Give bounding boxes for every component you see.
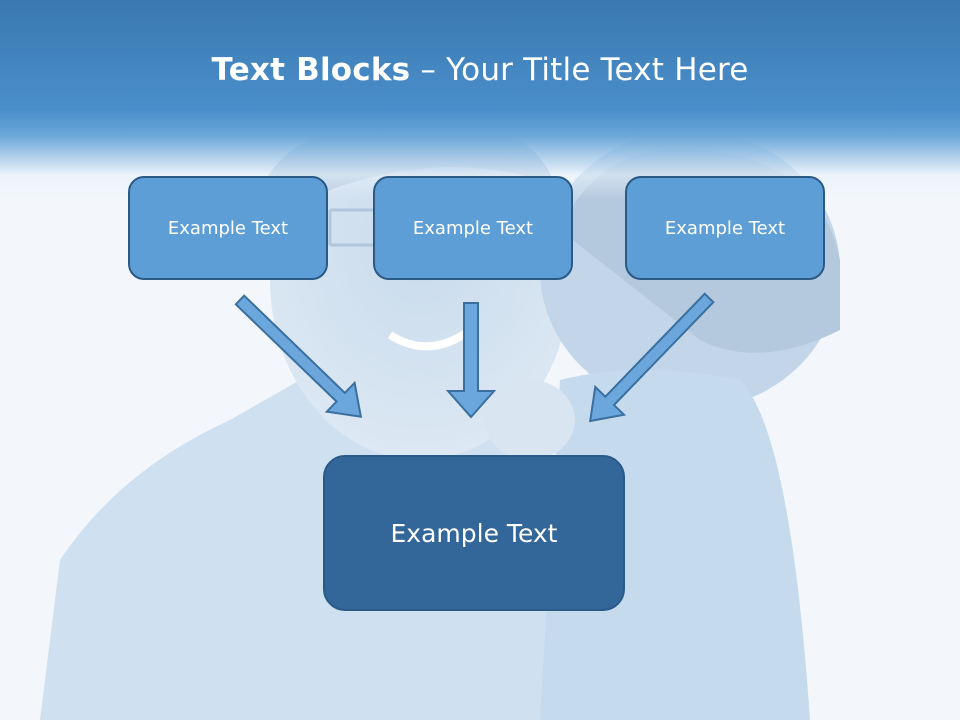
title-bold-part: Text Blocks xyxy=(211,52,411,88)
text-block-top-left-label: Example Text xyxy=(167,217,289,239)
arrow-left xyxy=(234,294,363,418)
slide-title: Text Blocks – Your Title Text Here xyxy=(0,52,960,88)
text-block-top-center: Example Text xyxy=(373,176,573,280)
text-block-top-left: Example Text xyxy=(128,176,328,280)
text-block-top-center-label: Example Text xyxy=(412,217,534,239)
text-block-bottom: Example Text xyxy=(323,455,625,611)
arrow-center xyxy=(445,302,497,419)
text-block-bottom-label: Example Text xyxy=(390,518,558,548)
title-rest: Your Title Text Here xyxy=(446,52,749,88)
arrow-right xyxy=(589,292,715,423)
text-block-top-right: Example Text xyxy=(625,176,825,280)
header-band xyxy=(0,0,960,200)
text-block-top-right-label: Example Text xyxy=(664,217,786,239)
title-dash: – xyxy=(410,52,447,88)
